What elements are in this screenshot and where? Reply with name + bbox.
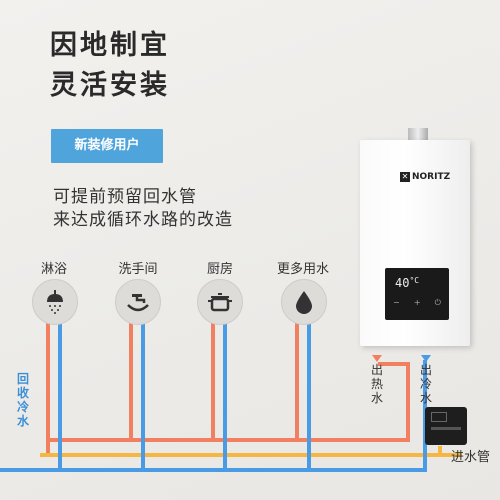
- headline-line2: 灵活安装: [50, 70, 170, 101]
- fixture-label-more: 更多用水: [276, 262, 329, 277]
- remote-button-row: [431, 427, 461, 430]
- cold-water-out-label: 出冷水: [419, 363, 432, 405]
- plus-button[interactable]: +: [413, 298, 421, 307]
- brand-mark-icon: ✕: [400, 172, 410, 182]
- panel-buttons: − + ⏻: [393, 298, 441, 308]
- water-heater: ✕ NORITZ 40°C − + ⏻: [360, 140, 470, 346]
- hot-main-pipe: [48, 362, 410, 442]
- control-panel: 40°C − + ⏻: [385, 268, 449, 320]
- inlet-pipe-label: 进水管: [451, 450, 491, 465]
- description-line2: 来达成循环水路的改造: [53, 210, 233, 230]
- water-drop-icon: [281, 279, 327, 325]
- faucet-icon: [115, 279, 161, 325]
- brand-name: NORITZ: [412, 172, 451, 182]
- cold-arrow: [421, 355, 431, 362]
- hot-water-out-label: 出热水: [370, 363, 383, 405]
- remote-controller: [425, 407, 467, 445]
- fixture-label-shower: 淋浴: [40, 262, 67, 277]
- minus-button[interactable]: −: [393, 298, 400, 307]
- new-renovation-badge: 新装修用户: [51, 129, 163, 163]
- pot-icon: [197, 279, 243, 325]
- return-cold-water-label: 回收冷水: [16, 372, 29, 428]
- remote-screen: [431, 412, 447, 422]
- inlet-pipe: [40, 446, 442, 457]
- fixture-label-kitchen: 厨房: [206, 262, 233, 277]
- brand-logo: ✕ NORITZ: [400, 172, 450, 182]
- cold-main-pipe: [0, 360, 427, 472]
- headline-line1: 因地制宜: [50, 30, 170, 61]
- description-line1: 可提前预留回水管: [53, 187, 197, 207]
- temperature-value: 40: [395, 276, 410, 290]
- heater-flue: [408, 128, 428, 142]
- hot-arrow: [372, 355, 382, 362]
- power-button[interactable]: ⏻: [434, 298, 441, 307]
- temperature-unit: °C: [409, 276, 420, 285]
- shower-icon: [32, 279, 78, 325]
- fixture-label-washroom: 洗手间: [118, 262, 158, 277]
- temperature-display: 40°C: [395, 276, 419, 290]
